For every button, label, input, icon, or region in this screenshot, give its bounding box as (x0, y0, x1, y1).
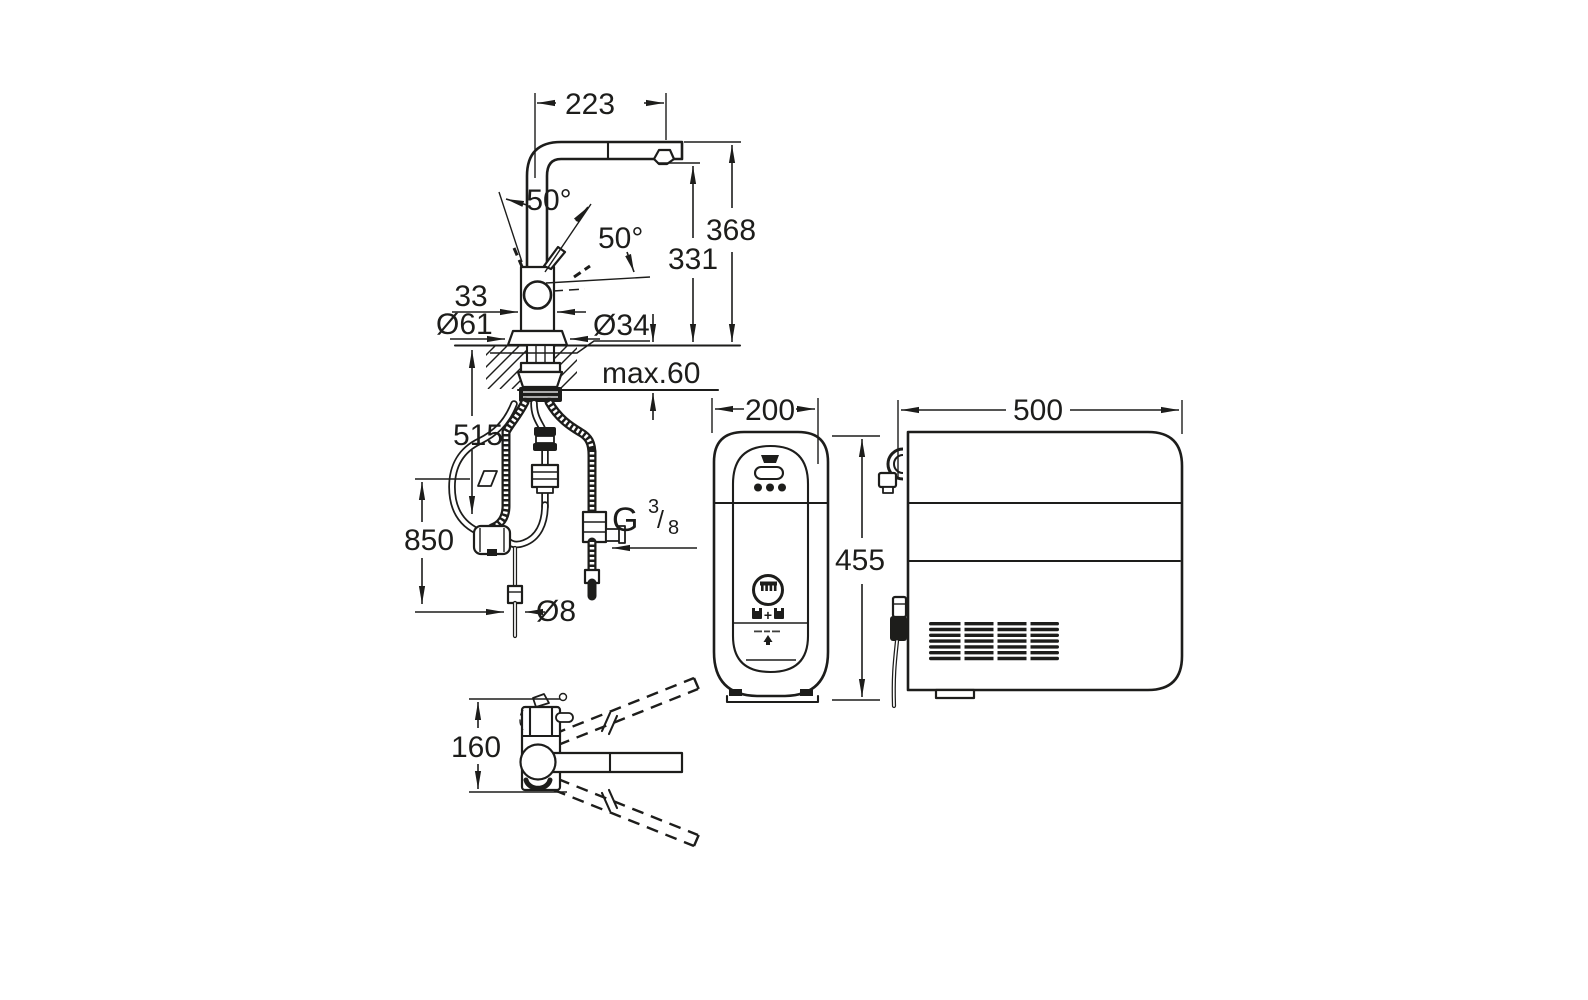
status-leds-icon (754, 483, 786, 492)
dimension-max60: max.60 (602, 314, 700, 420)
hose-connector (877, 447, 904, 494)
handle-pivot (522, 280, 553, 310)
dim-thread-numerator: 3 (648, 496, 659, 518)
vent-grille (929, 618, 1059, 664)
plug (890, 616, 907, 641)
dimension-500: 500 (897, 394, 1183, 478)
plus-symbol: + (764, 607, 772, 623)
cable-gland (891, 595, 908, 619)
dimension-160: 160 (451, 698, 567, 793)
cooler-side-view: 500 (877, 394, 1184, 709)
dimension-455: 455 (832, 435, 885, 701)
dimension-33: 33 (452, 280, 586, 316)
dimension-g38: G 3 / 8 (612, 496, 697, 552)
fine-print-and-arrow (754, 630, 780, 645)
bottles-plus-icon: + (752, 607, 784, 623)
power-button-icon (753, 465, 785, 481)
control-cable (506, 545, 524, 639)
dim-outlet-height: 331 (668, 243, 718, 276)
dimension-331: 331 (657, 162, 718, 342)
dim-cable-length: 850 (404, 524, 454, 557)
dim-cable-diameter: Ø8 (536, 595, 576, 628)
up-arrow-icon (763, 635, 773, 642)
cooler-front-view: + 200 455 (711, 394, 885, 704)
dim-thread-denominator: 8 (668, 517, 679, 539)
power-cord (890, 595, 908, 709)
cable-connector (506, 584, 524, 605)
faucet-body (506, 140, 684, 347)
dim-hose-length: 515 (453, 419, 503, 452)
faucet-front-view: 50° 50° 223 368 331 33 (404, 88, 756, 639)
dimension-850: 850 (404, 470, 498, 604)
dimension-d8: Ø8 (415, 595, 576, 628)
spout-plan (550, 751, 684, 774)
dimension-d61: Ø61 (436, 308, 600, 343)
dim-thread-slash: / (657, 506, 664, 534)
dimension-223: 223 (534, 88, 667, 178)
dim-max-deck-thickness: max.60 (602, 357, 700, 390)
supply-hoses (448, 397, 597, 549)
lever-pin (555, 712, 574, 723)
base-escutcheon (506, 329, 569, 347)
spout-joint (519, 743, 557, 781)
filter-badge-icon (752, 574, 784, 606)
dim-swivel-depth: 160 (451, 731, 501, 764)
spout-outline (525, 140, 684, 270)
dim-angle-right: 50° (598, 222, 643, 255)
swivel-range-dashed (553, 676, 702, 848)
faucet-plan-body (519, 692, 684, 792)
dim-cooler-height: 455 (835, 544, 885, 577)
mounting-hardware (516, 361, 564, 402)
dim-shank-diameter: Ø34 (593, 309, 650, 342)
dimension-515: 515 (453, 350, 503, 514)
break-symbol (477, 470, 498, 487)
dim-cooler-width: 200 (745, 394, 795, 427)
dimension-d34: Ø34 (490, 309, 650, 354)
cooler-side-body (906, 430, 1184, 692)
dim-body-width: 33 (454, 280, 487, 313)
dim-cooler-depth: 500 (1013, 394, 1063, 427)
dimension-200: 200 (711, 394, 819, 464)
check-valve-stack (530, 427, 560, 494)
control-box (472, 524, 512, 556)
cooler-front-body (712, 430, 830, 698)
lever-angle-construction: 50° 50° (498, 184, 651, 284)
dim-thread-prefix: G (612, 501, 638, 539)
front-capsule-panel (731, 444, 810, 674)
braided-hose-left (487, 397, 530, 533)
side-foot (934, 688, 976, 700)
dim-spout-reach: 223 (565, 88, 615, 121)
dim-total-height: 368 (706, 214, 756, 247)
dimension-368: 368 (684, 141, 756, 342)
angle-valve (581, 447, 626, 601)
spray-head-tip (532, 693, 550, 708)
card-slot-icon (761, 455, 779, 463)
cartridge-housing (519, 265, 556, 333)
dim-angle-left: 50° (526, 184, 571, 217)
dim-base-diameter: Ø61 (436, 308, 493, 341)
u-bend-tube (504, 501, 549, 549)
faucet-plan-view: 160 (451, 676, 702, 848)
aerator (652, 148, 676, 166)
base-plate (725, 694, 820, 704)
handle-plan (523, 777, 553, 791)
